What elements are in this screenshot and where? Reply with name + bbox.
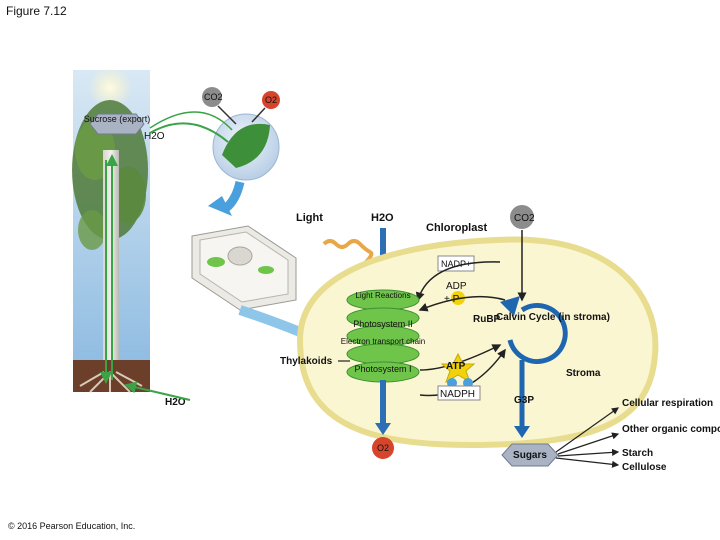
sucrose-label: Sucrose (export)	[84, 114, 151, 124]
sun-icon	[88, 66, 132, 110]
copyright-notice: © 2016 Pearson Education, Inc.	[8, 521, 136, 531]
stroma-label: Stroma	[566, 368, 601, 379]
leaf-to-cell-arrow	[223, 180, 245, 212]
use-cellulose: Cellulose	[622, 462, 667, 473]
h2o-to-leaf-arrow	[149, 122, 229, 143]
cell-illustration	[191, 225, 297, 311]
adp-label: ADP	[446, 281, 467, 292]
co2-top-badge	[202, 87, 222, 107]
h2o-center-label: H2O	[371, 212, 394, 224]
nadph-box	[437, 385, 481, 401]
co2-top-label: CO2	[204, 92, 223, 102]
atp-star-icon	[440, 352, 476, 384]
photosystem-i-label: Photosystem I	[354, 364, 411, 374]
calvin-cycle-ring	[507, 303, 568, 364]
rubp-label: RuBP	[473, 314, 501, 325]
thylakoid-stack	[346, 289, 420, 383]
chloroplast-label: Chloroplast	[426, 222, 487, 234]
use-cellular-respiration: Cellular respiration	[622, 398, 713, 409]
nadph-label: NADPH	[440, 389, 475, 400]
figure-title: Figure 7.12	[6, 4, 67, 18]
co2-to-leaf-line	[217, 105, 237, 125]
sucrose-badge	[89, 113, 145, 135]
co2-right-badge	[510, 205, 534, 229]
light-label: Light	[296, 212, 323, 224]
nadp-plus-label: NADP+	[441, 259, 471, 269]
o2-bottom-badge	[372, 437, 394, 459]
sugars-badge	[501, 443, 559, 467]
sucrose-arrow	[149, 111, 233, 131]
o2-bottom-label: O2	[377, 443, 389, 453]
atp-label: ATP	[446, 361, 466, 372]
light-reactions-label: Light Reactions	[355, 291, 410, 300]
thylakoids-label: Thylakoids	[280, 356, 333, 367]
electron-transport-label: Electron transport chain	[341, 337, 426, 346]
o2-top-label: O2	[265, 95, 277, 105]
leaf-to-o2-line	[251, 107, 266, 123]
calvin-cycle-label: Calvin Cycle (in stroma)	[496, 312, 610, 323]
roots-uptake-arrow	[124, 381, 191, 401]
sugars-label: Sugars	[513, 450, 547, 461]
uses-arrows	[555, 407, 620, 468]
h2o-roots-label: H2O	[165, 397, 186, 408]
h2o-tree-label: H2O	[144, 131, 165, 142]
leaf-icon	[222, 123, 270, 168]
photosystem-ii-label: Photosystem II	[353, 319, 413, 329]
co2-right-label: CO2	[514, 213, 535, 224]
use-other-organic-compounds: Other organic compounds	[622, 424, 720, 435]
g3p-label: G3P	[514, 395, 534, 406]
o2-top-badge	[262, 91, 280, 109]
use-starch: Starch	[622, 448, 653, 459]
